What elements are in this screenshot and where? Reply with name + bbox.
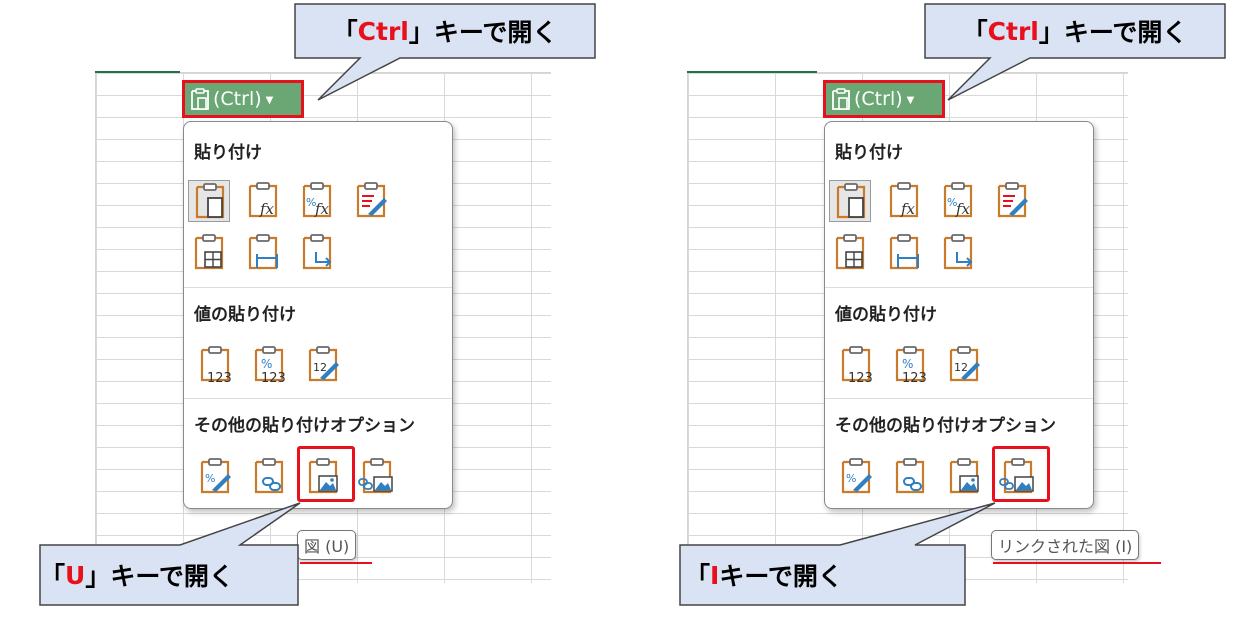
callout-top-text: 「Ctrl」キーで開く [332, 16, 558, 48]
paste-values-icon[interactable]: 123 [835, 344, 877, 386]
paste-picture-icon[interactable] [943, 456, 985, 498]
paste-options-label: (Ctrl) [854, 88, 903, 110]
svg-text:123: 123 [902, 371, 927, 386]
callout-top-text: 「Ctrl」キーで開く [962, 16, 1188, 48]
cell-selection-edge [687, 71, 817, 73]
svg-text:%: % [846, 472, 856, 485]
tooltip-underline [993, 562, 1161, 564]
paste-values-number-format-icon[interactable]: %123 [889, 344, 931, 386]
right-panel: 「Ctrl」キーで開く (Ctrl) ▼ 貼り付け fx %fx [620, 0, 1240, 619]
callout-bottom-shape [679, 502, 996, 606]
paste-link-icon[interactable] [248, 456, 290, 498]
left-panel: 「Ctrl」キーで開く (Ctrl) ▼ 貼り付け fx %fx [39, 3, 596, 606]
paste-formulas-icon[interactable]: fx [242, 180, 284, 222]
paste-values-number-format-icon[interactable]: %123 [248, 344, 290, 386]
paste-formatting-icon[interactable]: % [194, 456, 236, 498]
paste-formulas-number-format-icon[interactable]: %fx [296, 180, 338, 222]
paste-options-button[interactable]: (Ctrl) ▼ [182, 80, 304, 118]
paste-formatting-icon[interactable]: % [835, 456, 877, 498]
svg-text:%: % [261, 357, 272, 371]
highlight-picture-option [297, 446, 355, 502]
paste-transpose-icon[interactable] [296, 232, 338, 274]
svg-text:12: 12 [313, 361, 327, 374]
paste-keep-source-formatting-icon[interactable] [991, 180, 1033, 222]
chevron-down-icon: ▼ [906, 94, 915, 106]
paste-icon[interactable] [188, 180, 230, 222]
paste-linked-picture-icon[interactable] [997, 456, 1039, 498]
svg-text:fx: fx [900, 200, 916, 218]
clipboard-icon [832, 88, 850, 110]
paste-options-menu: 貼り付け fx %fx 値の貼り付け 123 %123 [824, 121, 1094, 509]
svg-text:123: 123 [207, 371, 232, 386]
clipboard-icon [191, 88, 209, 110]
menu-divider [825, 287, 1093, 288]
svg-text:12: 12 [954, 361, 968, 374]
section-title-values: 値の貼り付け [835, 305, 937, 325]
chevron-down-icon: ▼ [265, 94, 274, 106]
highlight-linked-picture-option [992, 446, 1050, 502]
svg-text:%: % [306, 196, 316, 209]
paste-keep-source-formatting-icon[interactable] [350, 180, 392, 222]
callout-bottom-shape [39, 502, 301, 606]
section-title-paste: 貼り付け [835, 143, 903, 163]
paste-no-borders-icon[interactable] [188, 232, 230, 274]
paste-formulas-icon[interactable]: fx [883, 180, 925, 222]
svg-text:fx: fx [314, 200, 330, 218]
menu-divider [184, 398, 452, 399]
svg-text:123: 123 [261, 371, 286, 386]
paste-link-icon[interactable] [889, 456, 931, 498]
callout-top-shape [294, 3, 596, 101]
paste-values-source-formatting-icon[interactable]: 12 [943, 344, 985, 386]
tooltip: リンクされた図 (I) [991, 530, 1140, 560]
section-title-other: その他の貼り付けオプション [194, 416, 415, 436]
paste-options-menu: 貼り付け fx %fx 値の貼り付け 123 %123 [183, 121, 453, 509]
svg-text:%: % [902, 357, 913, 371]
paste-options-button[interactable]: (Ctrl) ▼ [823, 80, 945, 118]
svg-text:%: % [947, 196, 957, 209]
svg-text:123: 123 [848, 371, 873, 386]
paste-options-label: (Ctrl) [213, 88, 262, 110]
paste-formulas-number-format-icon[interactable]: %fx [937, 180, 979, 222]
menu-divider [825, 398, 1093, 399]
paste-icon[interactable] [829, 180, 871, 222]
section-title-other: その他の貼り付けオプション [835, 416, 1056, 436]
svg-text:fx: fx [259, 200, 275, 218]
callout-bottom-text: 「U」キーで開く [40, 560, 234, 592]
svg-text:%: % [205, 472, 215, 485]
paste-values-source-formatting-icon[interactable]: 12 [302, 344, 344, 386]
menu-divider [184, 287, 452, 288]
paste-picture-icon[interactable] [302, 456, 344, 498]
paste-linked-picture-icon[interactable] [356, 456, 398, 498]
callout-top-shape [924, 3, 1226, 101]
paste-keep-column-widths-icon[interactable] [242, 232, 284, 274]
paste-no-borders-icon[interactable] [829, 232, 871, 274]
svg-text:fx: fx [955, 200, 971, 218]
cell-selection-edge [95, 71, 180, 73]
tooltip-underline [300, 562, 372, 564]
paste-keep-column-widths-icon[interactable] [883, 232, 925, 274]
section-title-paste: 貼り付け [194, 143, 262, 163]
section-title-values: 値の貼り付け [194, 305, 296, 325]
paste-values-icon[interactable]: 123 [194, 344, 236, 386]
paste-transpose-icon[interactable] [937, 232, 979, 274]
